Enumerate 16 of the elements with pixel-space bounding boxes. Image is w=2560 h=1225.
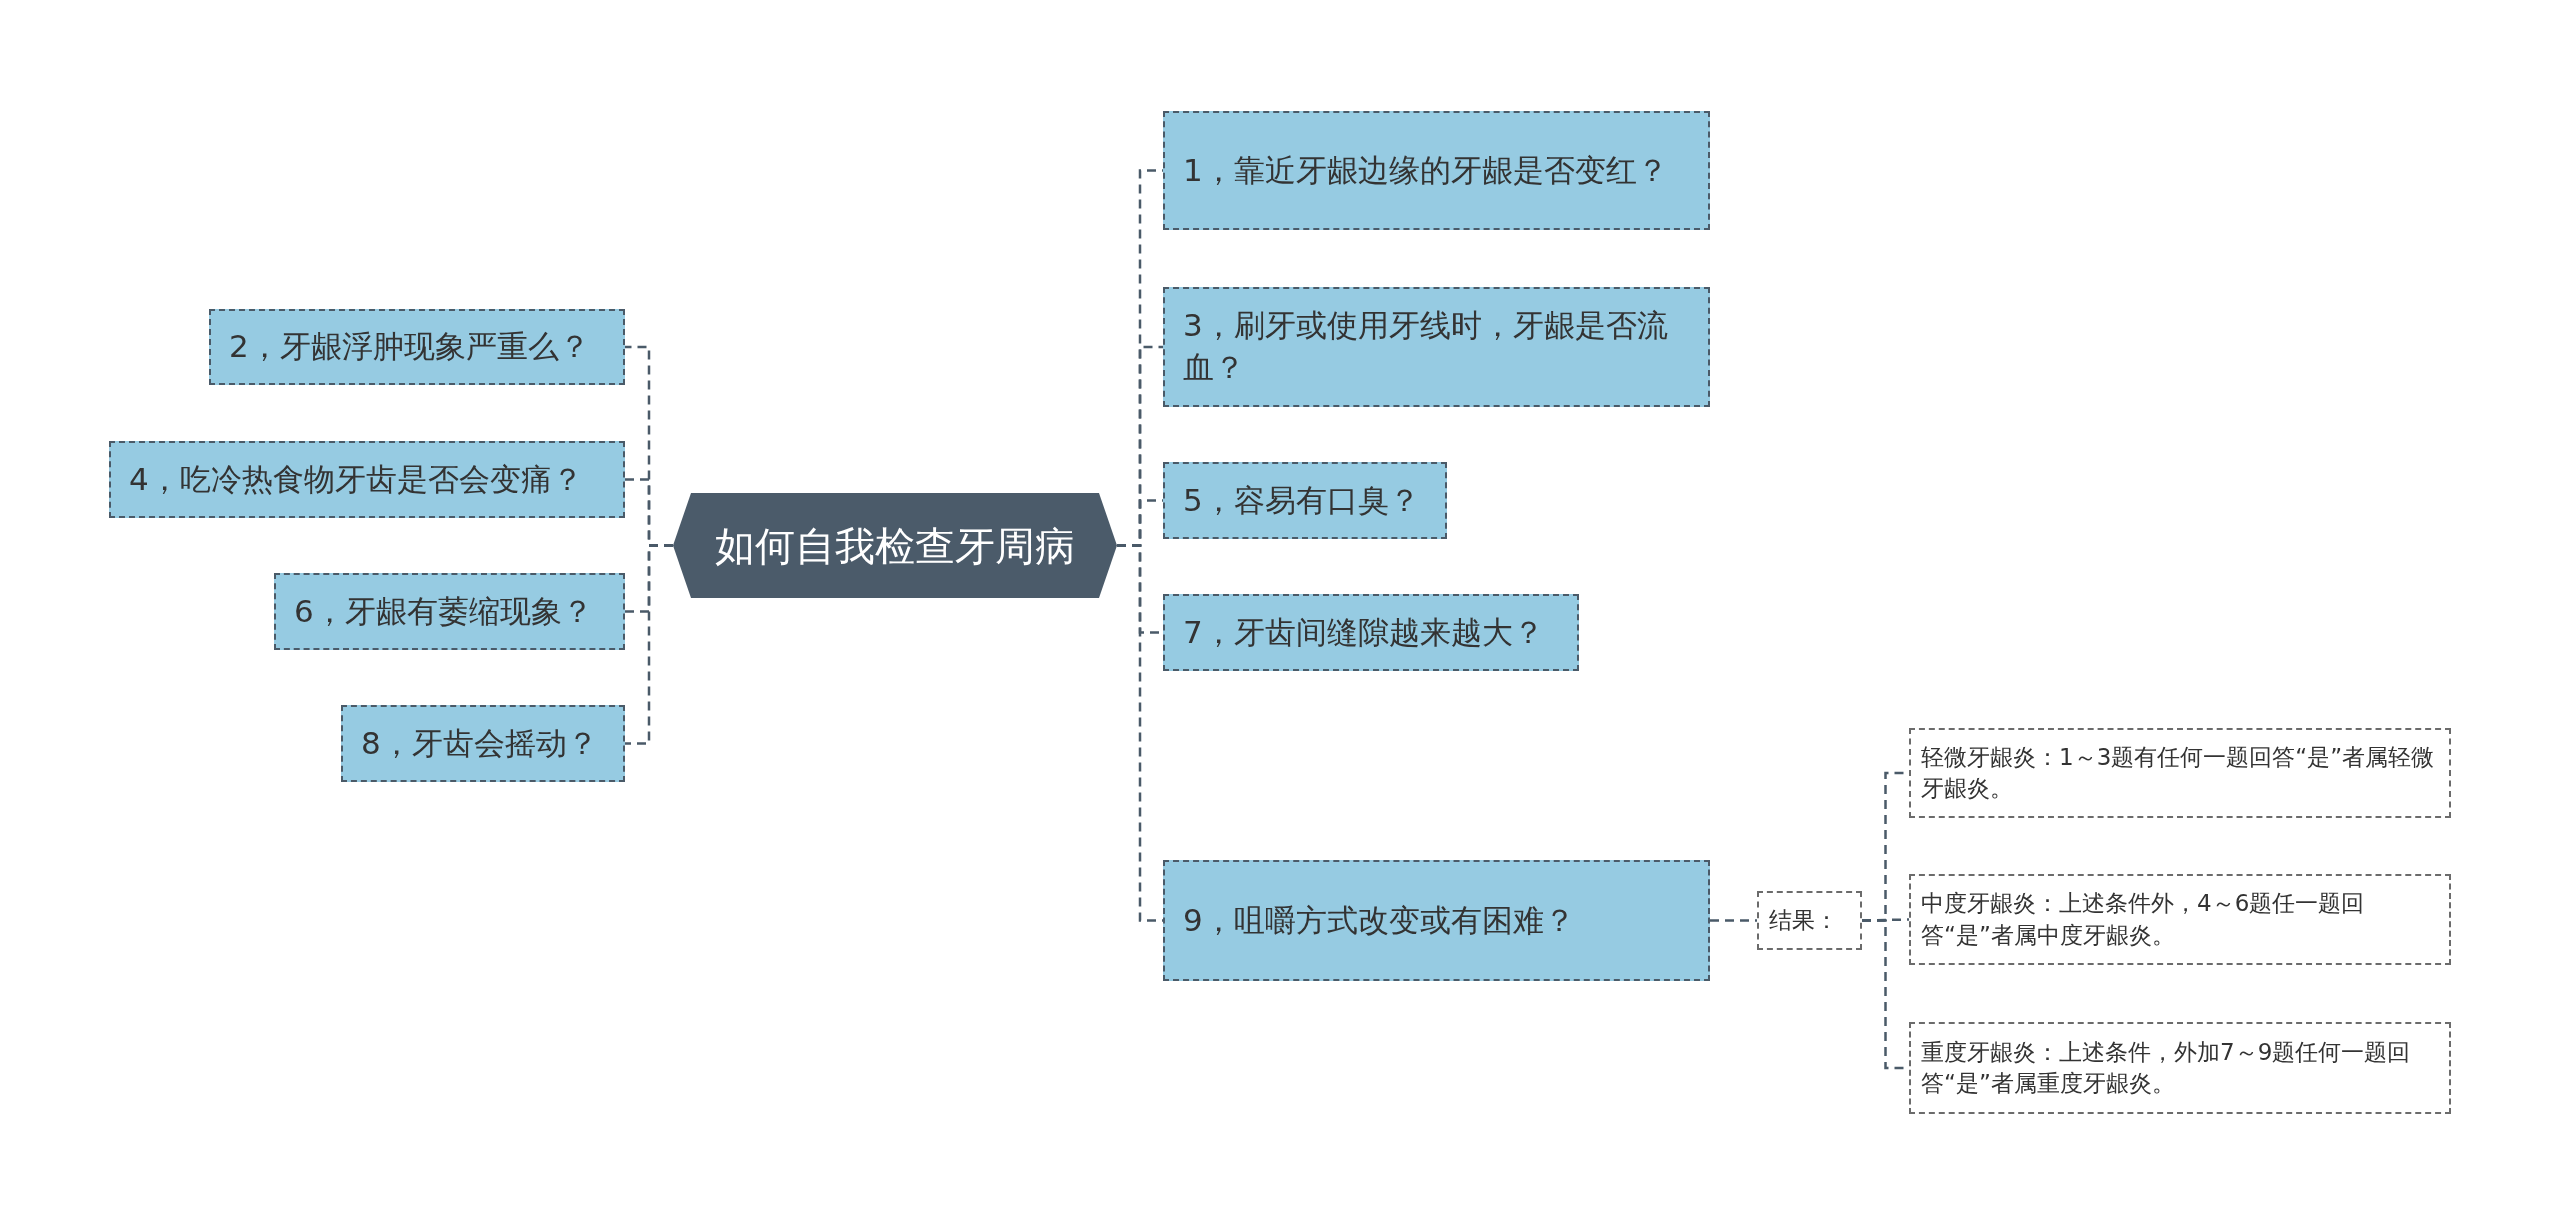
question-box: 6，牙龈有萎缩现象？	[274, 573, 625, 650]
result-box: 重度牙龈炎：上述条件，外加7～9题任何一题回答“是”者属重度牙龈炎。	[1909, 1022, 2451, 1114]
question-box: 4，吃冷热食物牙齿是否会变痛？	[109, 441, 625, 518]
connector-line	[1710, 919, 1757, 922]
result-box: 中度牙龈炎：上述条件外，4～6题任一题回答“是”者属中度牙龈炎。	[1909, 874, 2451, 965]
question-box: 5，容易有口臭？	[1163, 462, 1447, 539]
connector-line	[625, 544, 673, 745]
result-box: 轻微牙龈炎：1～3题有任何一题回答“是”者属轻微牙龈炎。	[1909, 728, 2451, 818]
question-box: 3，刷牙或使用牙线时，牙龈是否流血？	[1163, 287, 1710, 407]
question-box: 2，牙龈浮肿现象严重么？	[209, 309, 625, 385]
question-box: 9，咀嚼方式改变或有困难？	[1163, 860, 1710, 981]
result-label-box: 结果：	[1757, 891, 1862, 950]
question-box: 8，牙齿会摇动？	[341, 705, 625, 782]
question-box: 1，靠近牙龈边缘的牙龈是否变红？	[1163, 111, 1710, 230]
topic-hexagon: 如何自我检查牙周病	[673, 493, 1117, 598]
question-box: 7，牙齿间缝隙越来越大？	[1163, 594, 1579, 671]
